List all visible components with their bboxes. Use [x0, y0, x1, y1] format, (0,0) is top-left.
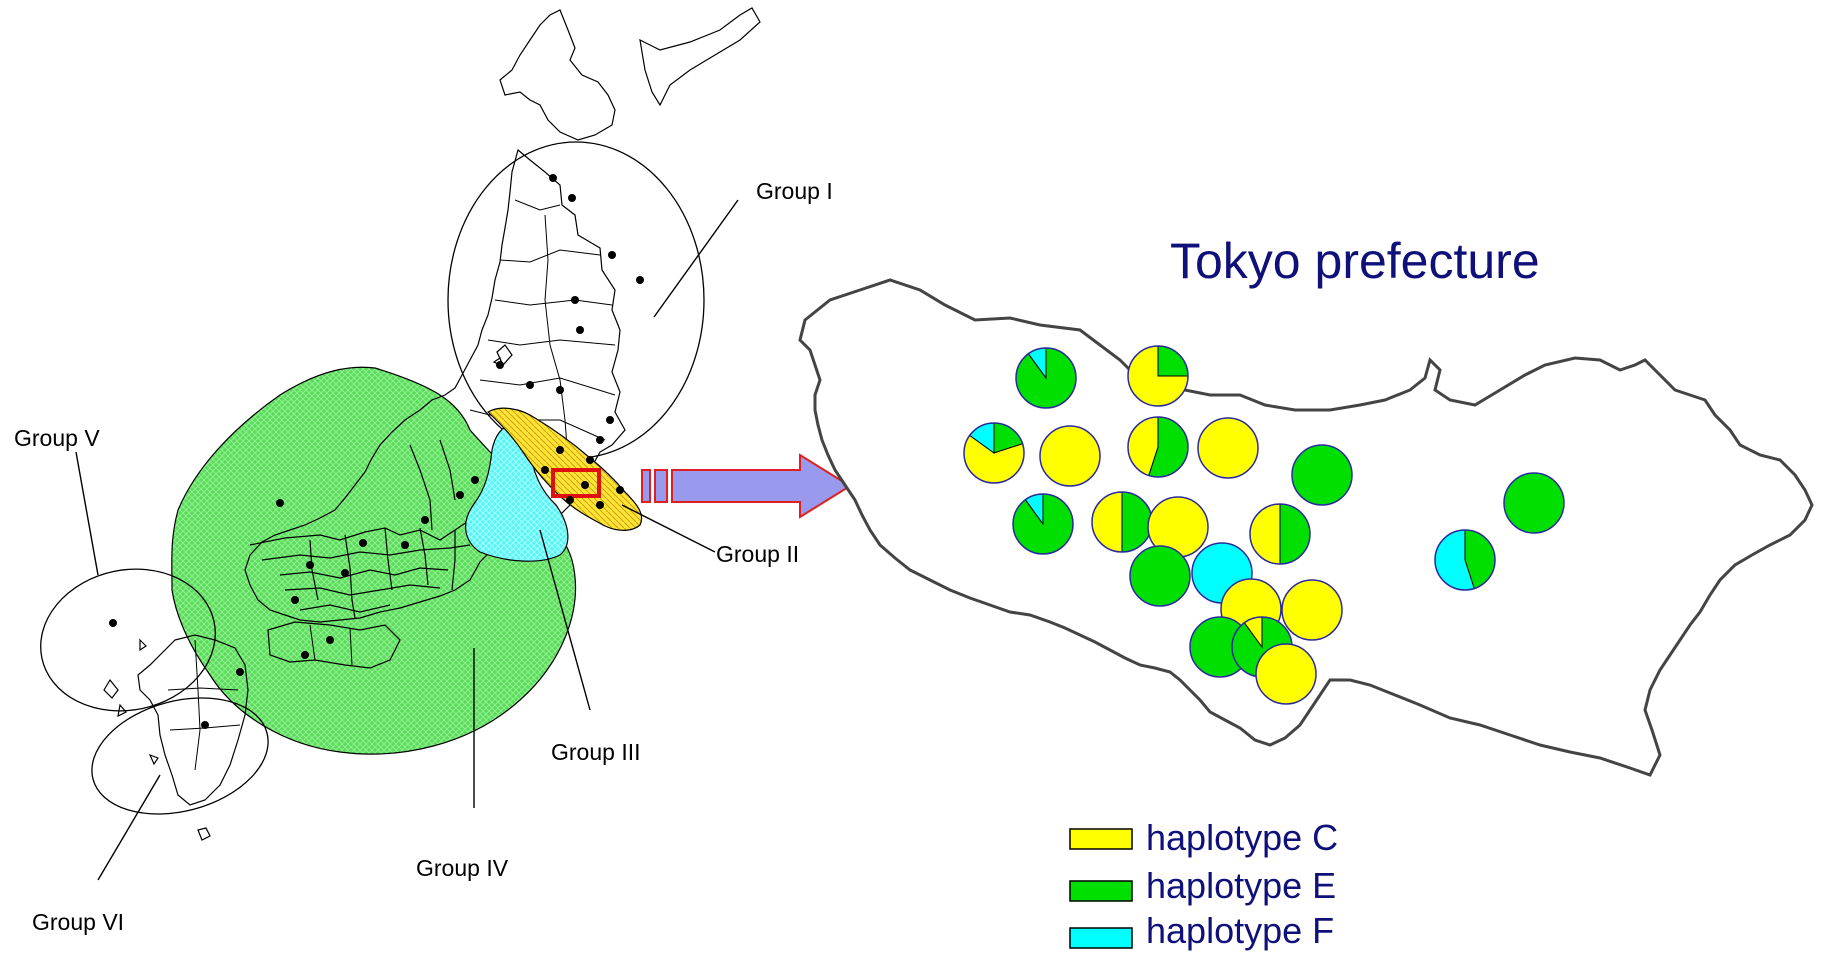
pie-slice-c [1282, 580, 1342, 640]
group-v-label: Group V [14, 425, 100, 451]
tokyo-haplotype-pies [963, 345, 1565, 705]
group-i-label: Group I [756, 178, 833, 204]
pie-slice-c [1040, 426, 1100, 486]
pie-outline [1255, 643, 1317, 705]
pie-outline [1434, 529, 1496, 591]
pie-slice-e [1190, 617, 1250, 677]
japan-sampling-dots [109, 174, 644, 729]
pie-outline [1503, 472, 1565, 534]
kyushu-outline [137, 634, 249, 806]
map-title: Tokyo prefecture [1170, 233, 1540, 289]
group-vi-region [91, 697, 269, 815]
haplotype-pie-site-2 [1127, 345, 1189, 407]
pie-slice-c [1148, 497, 1208, 557]
haplotype-pie-site-3 [963, 422, 1025, 484]
group-v-region [40, 568, 216, 712]
legend-swatch-f [1069, 927, 1133, 949]
pie-outline [1012, 493, 1074, 555]
haplotype-pie-site-20 [1255, 643, 1317, 705]
pie-outline [1249, 503, 1311, 565]
pie-outline [1015, 347, 1077, 409]
pie-outline [1129, 545, 1191, 607]
haplotype-pie-site-10 [1091, 491, 1153, 553]
group-iv-label: Group IV [416, 855, 509, 881]
western-honshu-prefectures [249, 439, 471, 619]
pie-outline [1291, 444, 1353, 506]
haplotype-pie-site-1 [1015, 347, 1077, 409]
pie-slice-e [1292, 445, 1352, 505]
haplotype-pie-site-16 [1281, 579, 1343, 641]
haplotype-pie-site-6 [1197, 417, 1259, 479]
pie-outline [1039, 425, 1101, 487]
group-ii-label: Group II [716, 541, 799, 567]
haplotype-pie-site-12 [1249, 503, 1311, 565]
haplotype-pie-site-5 [1127, 416, 1189, 478]
pie-slice-c [1256, 644, 1316, 704]
pie-outline [1127, 416, 1189, 478]
legend-swatch-e [1069, 880, 1133, 902]
legend-label-f: haplotype F [1146, 910, 1334, 951]
haplotype-pie-site-4 [1039, 425, 1101, 487]
legend-label-c: haplotype C [1146, 817, 1338, 858]
haplotype-pie-site-9 [1012, 493, 1074, 555]
haplotype-pie-site-14 [1129, 545, 1191, 607]
haplotype-legend: haplotype C haplotype E haplotype F [1069, 817, 1338, 951]
group-vi-label: Group VI [32, 909, 124, 935]
pie-slice-e [1130, 546, 1190, 606]
haplotype-pie-site-7 [1291, 444, 1353, 506]
pie-outline [1127, 345, 1189, 407]
pie-outline [963, 422, 1025, 484]
pie-outline [1197, 417, 1259, 479]
pie-slice-c [1198, 418, 1258, 478]
zoom-arrow [641, 453, 852, 519]
haplotype-pie-site-8 [1503, 472, 1565, 534]
tokyo-selection-box [551, 468, 601, 498]
haplotype-pie-site-13 [1434, 529, 1496, 591]
pie-outline [1281, 579, 1343, 641]
honshu-outline [244, 148, 626, 623]
legend-label-e: haplotype E [1146, 865, 1336, 906]
group-leader-lines [75, 199, 739, 881]
legend-swatch-c [1069, 828, 1133, 850]
pie-slice-e [1504, 473, 1564, 533]
japan-map [40, 7, 761, 881]
group-iii-label: Group III [551, 739, 640, 765]
